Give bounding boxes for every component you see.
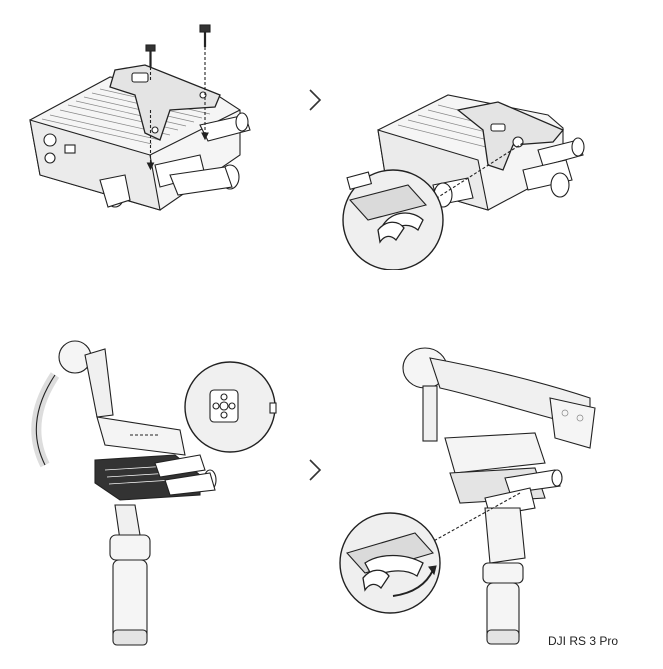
step-2-mounted-plate-illustration — [338, 80, 600, 270]
step-3-gimbal-mount-illustration — [25, 335, 285, 655]
lock-lever-icon — [392, 569, 434, 597]
step-1-plate-screw-illustration — [20, 15, 290, 220]
zoom-callout-icon — [339, 512, 441, 614]
zoom-callout-icon — [184, 361, 277, 453]
product-caption: DJI RS 3 Pro — [548, 634, 619, 648]
chevron-right-icon — [307, 458, 323, 482]
chevron-right-icon — [307, 88, 323, 112]
step-4-gimbal-locked-illustration — [335, 338, 605, 658]
screw-icon — [145, 24, 211, 67]
zoom-callout-icon — [342, 169, 444, 270]
